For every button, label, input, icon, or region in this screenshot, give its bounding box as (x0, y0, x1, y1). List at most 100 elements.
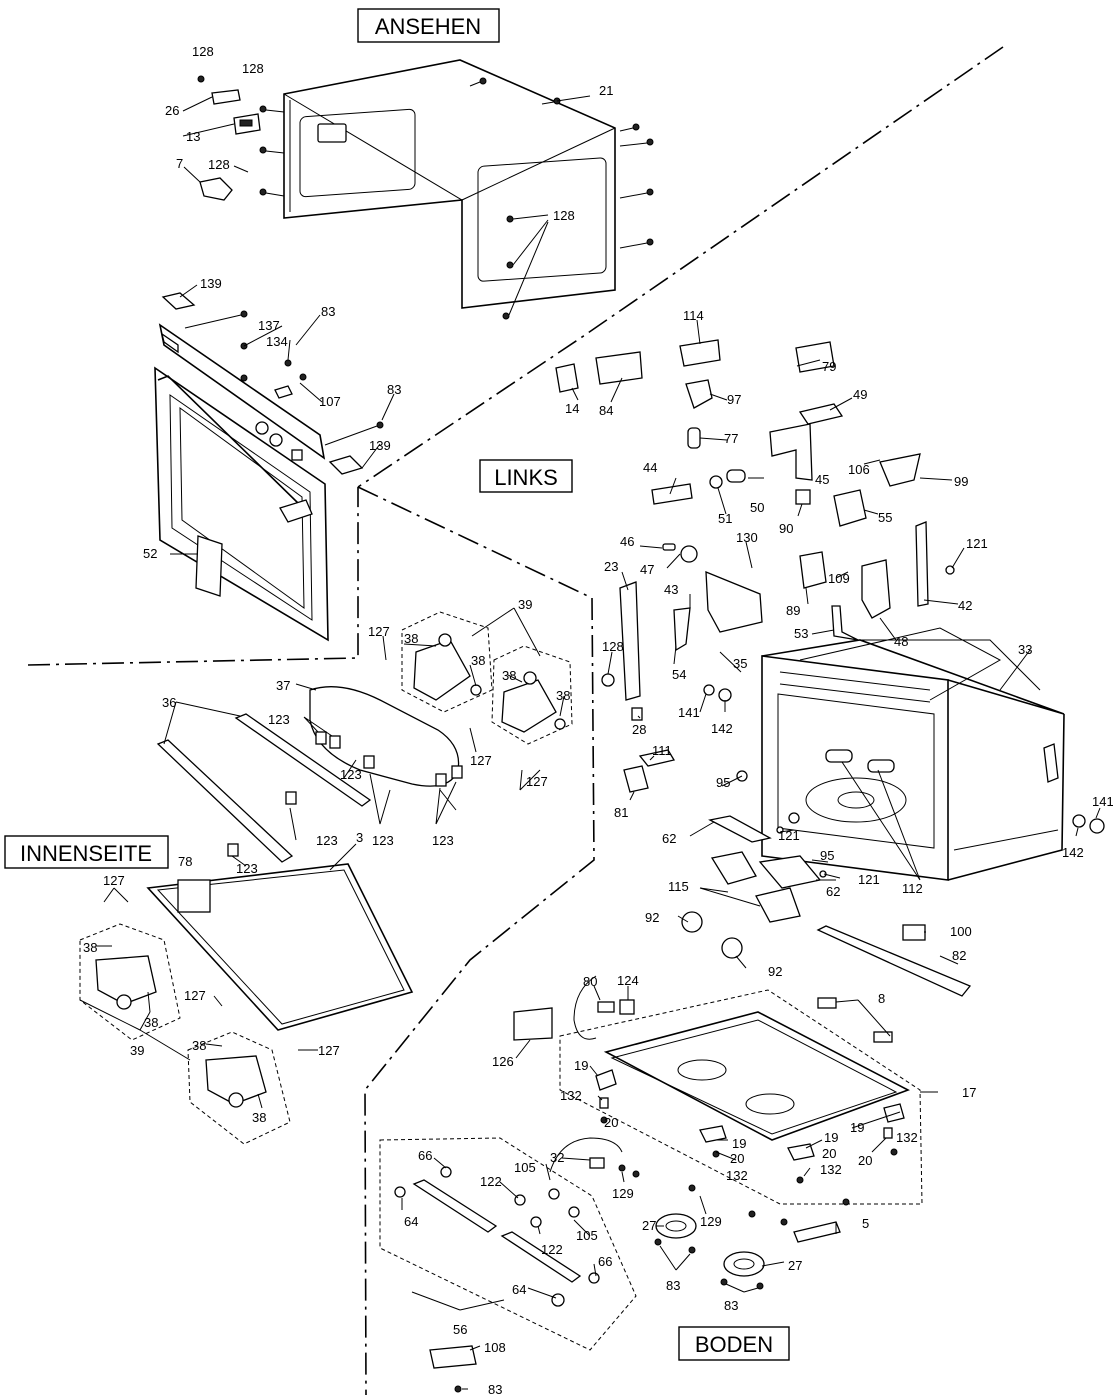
label-137: 137 (258, 318, 280, 333)
label-20: 20 (822, 1146, 836, 1161)
label-99: 99 (954, 474, 968, 489)
label-121: 121 (778, 828, 800, 843)
label-132: 132 (820, 1162, 842, 1177)
label-13: 13 (186, 129, 200, 144)
label-39: 39 (518, 597, 532, 612)
label-27: 27 (642, 1218, 656, 1233)
label-108 (429, 1345, 477, 1369)
label-97: 97 (727, 392, 741, 407)
label-127: 127 (526, 774, 548, 789)
label-121: 121 (966, 536, 988, 551)
label-38: 38 (252, 1110, 266, 1125)
label-132: 132 (726, 1168, 748, 1183)
bracket-13 (233, 113, 261, 135)
label-79: 79 (822, 359, 836, 374)
label-105: 105 (514, 1160, 536, 1175)
label-78 (177, 879, 211, 913)
label-64: 64 (404, 1214, 418, 1229)
label-44: 44 (643, 460, 657, 475)
svg-text:ANSEHEN: ANSEHEN (375, 14, 481, 39)
label-142: 142 (711, 721, 733, 736)
label-35: 35 (733, 656, 747, 671)
label-126 (513, 1007, 553, 1041)
label-106: 106 (848, 462, 870, 477)
label-95: 95 (716, 775, 730, 790)
hinge-139-bottom (328, 455, 364, 475)
label-62: 62 (662, 831, 676, 846)
label-141: 141 (678, 705, 700, 720)
label-127: 127 (103, 873, 125, 888)
label-83: 83 (321, 304, 335, 319)
bottom-screws (600, 1116, 898, 1226)
label-121: 121 (858, 872, 880, 887)
label-38: 38 (471, 653, 485, 668)
cavity-bottom-brackets (708, 770, 827, 923)
label-17: 17 (962, 1085, 976, 1100)
section-title-links: LINKS (479, 459, 573, 493)
label-51: 51 (718, 511, 732, 526)
label-20: 20 (858, 1153, 872, 1168)
label-132: 132 (560, 1088, 582, 1103)
label-83: 83 (724, 1298, 738, 1313)
label-37: 37 (276, 678, 290, 693)
label-20: 20 (604, 1115, 618, 1130)
label-109: 109 (828, 571, 850, 586)
label-21: 21 (599, 83, 613, 98)
label-139: 139 (200, 276, 222, 291)
label-80: 80 (583, 974, 597, 989)
washers-right (1072, 814, 1105, 834)
label-33: 33 (1018, 642, 1032, 657)
label-83: 83 (488, 1382, 502, 1397)
label-19: 19 (850, 1120, 864, 1135)
cabinet-screws (197, 75, 654, 320)
glass-plate-3 (146, 863, 414, 1031)
label-92: 92 (645, 910, 659, 925)
lamp-assembly-56 (379, 1137, 637, 1351)
label-45: 45 (815, 472, 829, 487)
label-56: 56 (453, 1322, 467, 1337)
label-7: 7 (176, 156, 183, 171)
label-48: 48 (894, 634, 908, 649)
label-123: 123 (432, 833, 454, 848)
label-122: 122 (541, 1242, 563, 1257)
label-38: 38 (83, 940, 97, 955)
label-108: 108 (484, 1340, 506, 1355)
label-19: 19 (824, 1130, 838, 1145)
label-124: 124 (617, 973, 639, 988)
label-83: 83 (387, 382, 401, 397)
bar-82 (816, 925, 972, 997)
label-19: 19 (574, 1058, 588, 1073)
label-100 (902, 924, 926, 941)
label-111: 111 (652, 743, 672, 758)
label-81: 81 (614, 805, 628, 820)
label-128: 128 (208, 157, 230, 172)
label-105: 105 (576, 1228, 598, 1243)
label-49: 49 (853, 387, 867, 402)
label-8: 8 (878, 991, 885, 1006)
label-66: 66 (418, 1148, 432, 1163)
rails-36 (156, 713, 372, 863)
label-122: 122 (480, 1174, 502, 1189)
label-84: 84 (599, 403, 613, 418)
label-127: 127 (318, 1043, 340, 1058)
label-19: 19 (732, 1136, 746, 1151)
oven-door-52 (154, 366, 329, 642)
label-38: 38 (502, 668, 516, 683)
label-5 (793, 1221, 841, 1243)
label-129: 129 (700, 1214, 722, 1229)
label-134: 134 (266, 334, 288, 349)
label-38: 38 (144, 1015, 158, 1030)
door-screws (184, 310, 384, 446)
label-46: 46 (620, 534, 634, 549)
base-plate-17 (559, 989, 923, 1205)
label-64: 64 (512, 1282, 526, 1297)
label-114: 114 (683, 308, 704, 323)
label-55: 55 (878, 510, 892, 525)
label-123: 123 (372, 833, 394, 848)
label-43: 43 (664, 582, 678, 597)
part-labels: 128 128 26 13 7 128 21 128 139 137 83 13… (83, 44, 1113, 1397)
label-66: 66 (598, 1254, 612, 1269)
label-23: 23 (604, 559, 618, 574)
svg-text:LINKS: LINKS (494, 465, 558, 490)
svg-text:INNENSEITE: INNENSEITE (20, 841, 152, 866)
